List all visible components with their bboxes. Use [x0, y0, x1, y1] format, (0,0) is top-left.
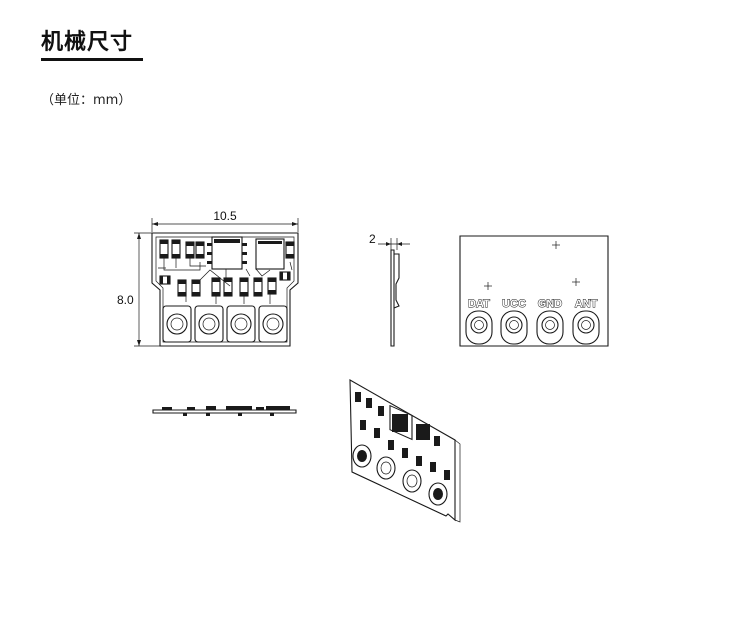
front-view: 10.5 8.0	[117, 209, 299, 347]
side-view: 2	[369, 232, 410, 347]
front-pads	[162, 305, 288, 343]
page-title: 机械尺寸	[41, 30, 134, 55]
isometric-view	[349, 379, 461, 523]
bottom-edge-view	[152, 406, 297, 416]
width-dimension-label: 10.5	[213, 209, 237, 223]
pin-label-dat: DAT	[468, 298, 490, 310]
unit-note: （单位：mm）	[41, 93, 132, 108]
back-view: DAT UCC GND ANT	[459, 235, 609, 347]
pin-label-gnd: GND	[538, 298, 563, 310]
back-pads	[465, 310, 600, 345]
height-dimension-label: 8.0	[117, 293, 134, 307]
pin-label-ucc: UCC	[502, 298, 526, 310]
title-underline	[41, 58, 143, 61]
pin-label-ant: ANT	[575, 298, 598, 310]
thickness-dimension-label: 2	[369, 232, 376, 246]
